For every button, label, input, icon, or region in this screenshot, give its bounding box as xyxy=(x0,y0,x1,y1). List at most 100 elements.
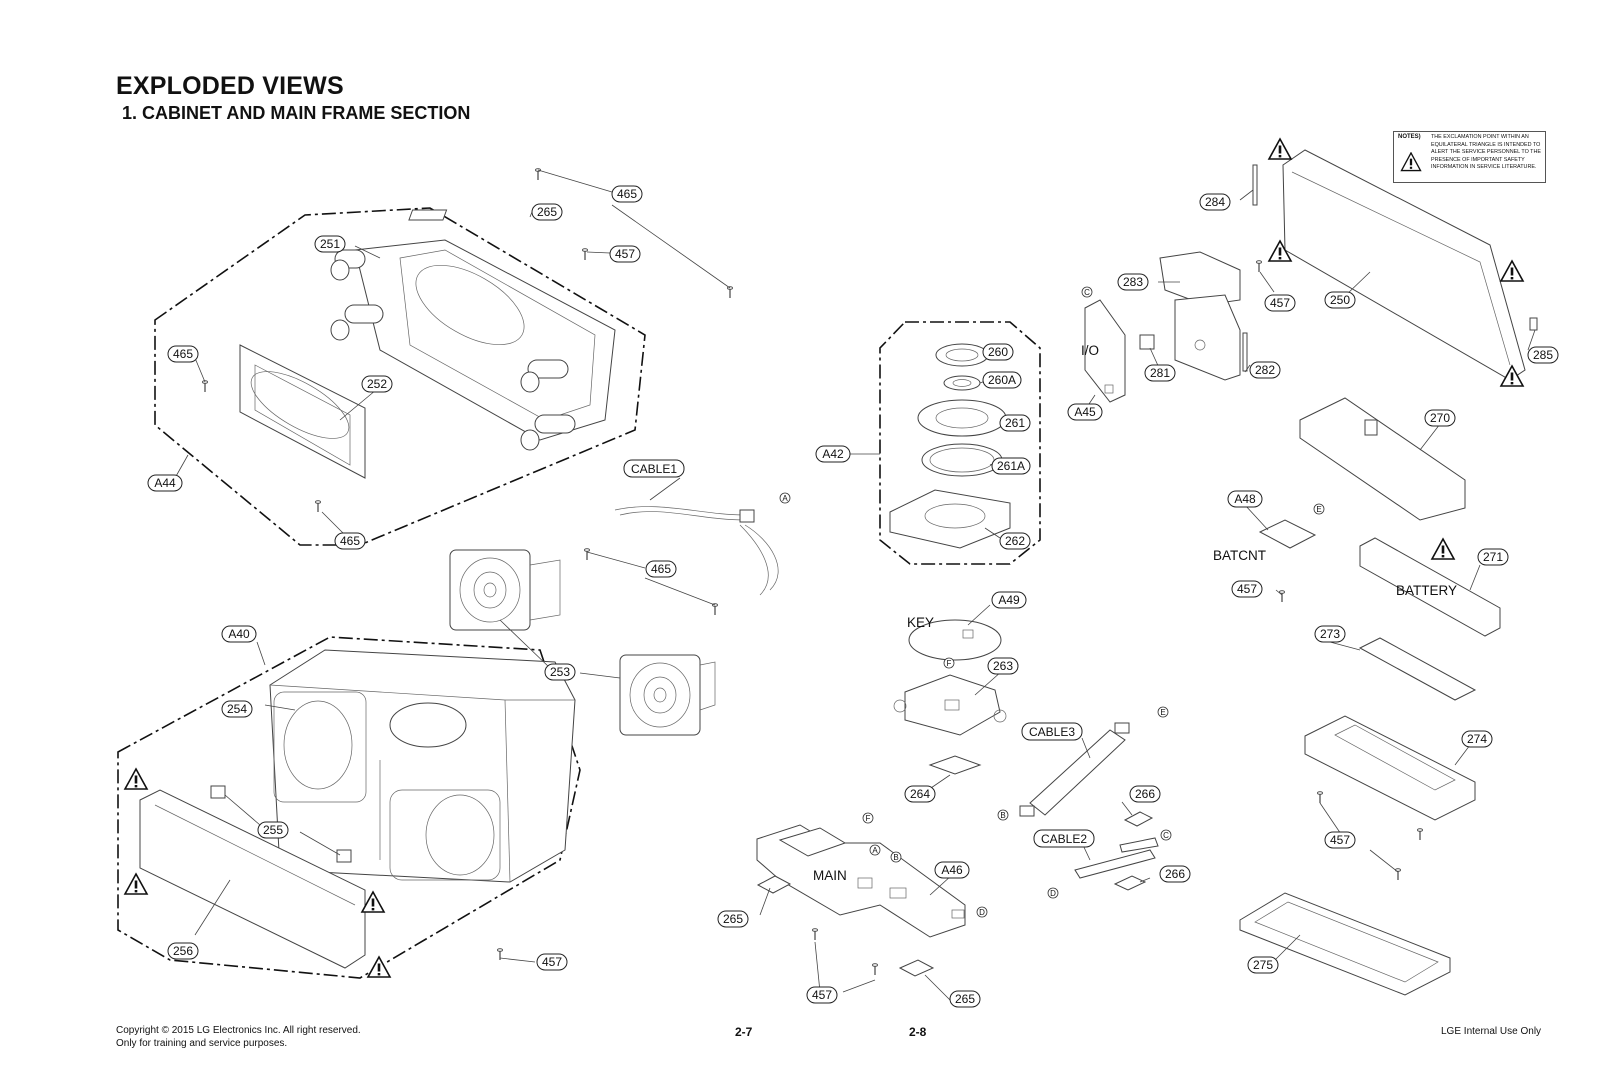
svg-text:275: 275 xyxy=(1253,958,1273,972)
notes-text: THE EXCLAMATION POINT WITHIN AN EQUILATE… xyxy=(1431,134,1541,171)
warning-icon xyxy=(1431,538,1455,560)
svg-text:B: B xyxy=(1000,811,1005,820)
svg-text:A: A xyxy=(782,494,788,503)
callout: 457 xyxy=(1231,580,1263,598)
svg-text:F: F xyxy=(866,814,871,823)
callout: 285 xyxy=(1527,346,1559,364)
key-pcb-part xyxy=(908,619,1002,661)
svg-text:A45: A45 xyxy=(1074,405,1096,419)
internal-use-note: LGE Internal Use Only xyxy=(1441,1026,1542,1037)
svg-text:D: D xyxy=(1050,889,1056,898)
key-board-label: KEY xyxy=(907,615,934,630)
connector-marker: D xyxy=(1047,887,1059,899)
svg-text:271: 271 xyxy=(1483,550,1503,564)
svg-text:457: 457 xyxy=(1330,833,1350,847)
screw-icon xyxy=(811,928,819,941)
svg-text:260: 260 xyxy=(988,345,1008,359)
callout: 457 xyxy=(806,986,838,1004)
svg-text:264: 264 xyxy=(910,787,930,801)
svg-text:254: 254 xyxy=(227,702,247,716)
callout: 283 xyxy=(1117,273,1149,291)
warning-icon xyxy=(124,768,148,790)
callout: 281 xyxy=(1144,364,1176,382)
svg-text:261: 261 xyxy=(1005,416,1025,430)
svg-text:C: C xyxy=(1163,831,1169,840)
pad-266-part xyxy=(1123,811,1154,827)
svg-text:266: 266 xyxy=(1135,787,1155,801)
screw-icon xyxy=(1316,791,1324,804)
svg-text:270: 270 xyxy=(1430,411,1450,425)
svg-text:A40: A40 xyxy=(228,627,250,641)
svg-text:C: C xyxy=(1084,288,1090,297)
callout: 260 xyxy=(982,343,1014,361)
svg-text:465: 465 xyxy=(651,562,671,576)
svg-text:252: 252 xyxy=(367,377,387,391)
callout: 273 xyxy=(1314,625,1346,643)
screw-icon xyxy=(314,500,322,513)
svg-text:274: 274 xyxy=(1467,732,1487,746)
connector-marker: C xyxy=(1081,286,1093,298)
callout: 261A xyxy=(991,457,1031,475)
part-282 xyxy=(1242,332,1248,372)
callout: 465 xyxy=(334,532,366,550)
callout: 251 xyxy=(314,235,346,253)
callout: 260A xyxy=(982,371,1022,389)
callout: 457 xyxy=(609,245,641,263)
page-number-left: 2-7 xyxy=(735,1025,753,1039)
callout: A45 xyxy=(1067,403,1103,421)
svg-text:253: 253 xyxy=(550,665,570,679)
svg-text:281: 281 xyxy=(1150,366,1170,380)
screw-icon xyxy=(581,248,589,261)
svg-text:E: E xyxy=(1160,708,1165,717)
callout: A42 xyxy=(815,445,851,463)
warning-icon xyxy=(1268,138,1292,160)
callout: 465 xyxy=(167,345,199,363)
page-number-right: 2-8 xyxy=(909,1025,927,1039)
connector-marker: F xyxy=(943,657,955,669)
connector-marker: C xyxy=(1160,829,1172,841)
callout: 250 xyxy=(1324,291,1356,309)
callout: CABLE3 xyxy=(1021,722,1083,741)
svg-text:A: A xyxy=(872,846,878,855)
svg-text:457: 457 xyxy=(615,247,635,261)
speaker-bracket-part xyxy=(239,344,366,479)
back-panel-250-part xyxy=(1282,149,1526,381)
svg-text:262: 262 xyxy=(1005,534,1025,548)
page-title: EXPLODED VIEWS xyxy=(116,72,344,100)
pad-265-part xyxy=(756,875,792,894)
batcnt-pcb-part xyxy=(1258,519,1317,549)
callout: 457 xyxy=(1324,831,1356,849)
io-pcb-part xyxy=(1084,299,1126,403)
svg-text:283: 283 xyxy=(1123,275,1143,289)
svg-text:265: 265 xyxy=(723,912,743,926)
svg-text:251: 251 xyxy=(320,237,340,251)
callout: 265 xyxy=(949,990,981,1008)
training-text: Only for training and service purposes. xyxy=(116,1038,288,1049)
svg-text:457: 457 xyxy=(1270,296,1290,310)
svg-text:CABLE1: CABLE1 xyxy=(631,462,677,476)
connector-marker: A xyxy=(779,492,791,504)
callout: CABLE1 xyxy=(623,459,685,478)
pad-266-part xyxy=(1113,875,1147,891)
cable3-harness xyxy=(1019,722,1130,817)
svg-text:457: 457 xyxy=(542,955,562,969)
callout: 255 xyxy=(257,821,289,839)
safety-notes-box: NOTES) THE EXCLAMATION POINT WITHIN AN E… xyxy=(1393,131,1546,183)
pad-255-part xyxy=(210,785,226,799)
svg-text:465: 465 xyxy=(617,187,637,201)
warning-icon xyxy=(367,956,391,978)
svg-text:260A: 260A xyxy=(988,373,1016,387)
pad-255-part xyxy=(336,849,352,863)
connector-marker: E xyxy=(1157,706,1169,718)
speaker-frame-part xyxy=(330,239,616,451)
warning-icon xyxy=(124,873,148,895)
callout: 256 xyxy=(167,942,199,960)
callout: 262 xyxy=(999,532,1031,550)
battery-part xyxy=(1359,537,1501,637)
bracket-283-part xyxy=(1159,251,1241,381)
callout: 263 xyxy=(987,657,1019,675)
svg-text:265: 265 xyxy=(537,205,557,219)
callout: A40 xyxy=(221,625,257,643)
screw-icon xyxy=(726,286,734,299)
